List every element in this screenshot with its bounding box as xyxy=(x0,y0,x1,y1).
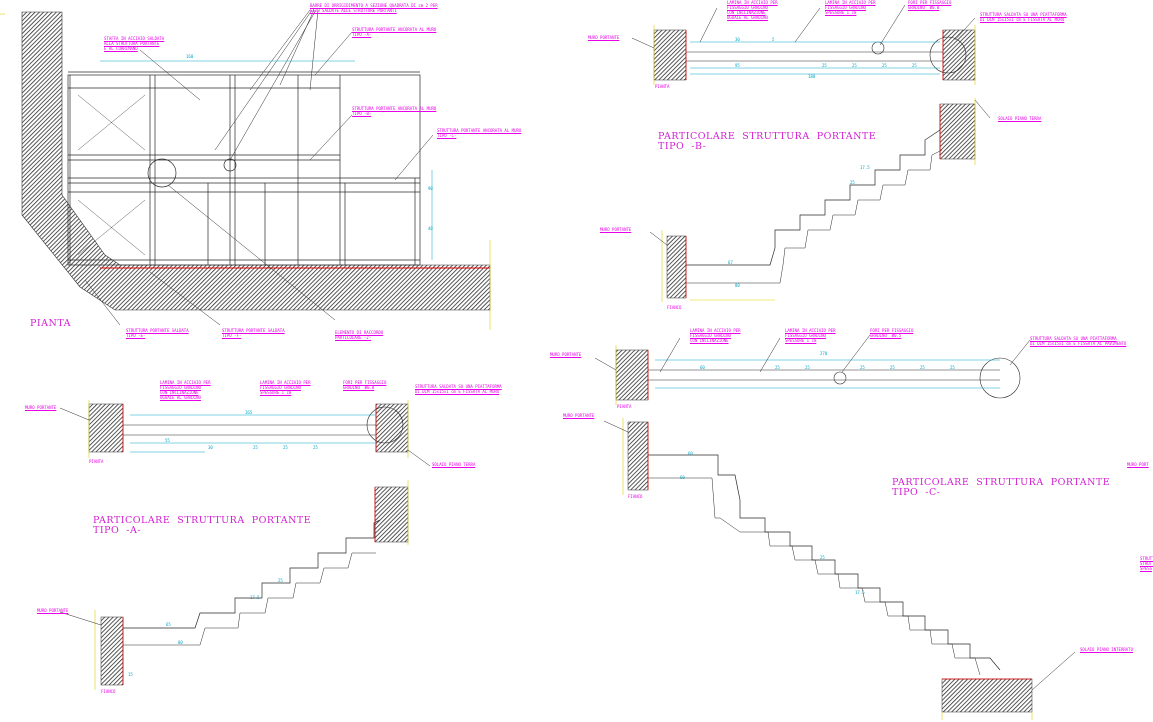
wall-a-solaio xyxy=(374,486,409,543)
wall-c-fianco xyxy=(627,421,649,491)
note-fianco-a: FIANCO xyxy=(101,689,116,694)
note-sp-a: STRUTTURA PORTANTE ANCORATA AL MURO TIPO… xyxy=(352,27,437,37)
wall-b-left xyxy=(653,29,687,81)
note-staffa: STAFFA IN ACCIAIO SALDATA ALLA STRUTTURA… xyxy=(104,36,165,51)
dim-step-tread-a: 25 xyxy=(278,578,283,583)
wall-a-left xyxy=(88,403,124,453)
stair-a-profile xyxy=(123,519,381,629)
dim-a-sub-3: 25 xyxy=(253,445,258,450)
note-lamina-b2: LAMINA IN ACCIAIO PER FISSAGGIO GRADINO … xyxy=(825,0,876,15)
note-sp-b: STRUTTURA PORTANTE ANCORATA AL MURO TIPO… xyxy=(352,106,437,116)
wall-a-fianco xyxy=(100,616,124,686)
note-muro-c3: MURO PORT xyxy=(1127,462,1149,467)
note-fori-a: FORI PER FISSAGGIO GRADINO Ø0.8 xyxy=(343,380,387,390)
title-tipo-b: PARTICOLARE STRUTTURA PORTANTE TIPO -B- xyxy=(658,131,877,152)
note-lamina-c2: LAMINA IN ACCIAIO PER FISSAGGIO GRADINO … xyxy=(785,328,836,343)
note-pianta-b: PIANTA xyxy=(655,84,670,89)
dim-step-rise-b: 17.5 xyxy=(860,165,870,170)
note-fianco-c: FIANCO xyxy=(628,494,643,499)
wall-c-left xyxy=(615,349,649,401)
dim-b-total: 180 xyxy=(808,74,816,79)
note-muro-b1: MURO PORTANTE xyxy=(588,35,620,40)
note-solaio-a: SOLAIO PIANO TERRA xyxy=(432,462,476,467)
detail-tipo-a xyxy=(59,400,431,690)
wall-c-solaio xyxy=(941,678,1033,713)
dim-b-base-2: 80 xyxy=(735,283,740,288)
dim-a-base-2: 80 xyxy=(178,640,183,645)
note-sp-f: STRUTTURA PORTANTE SALDATA TIPO -F- xyxy=(222,328,285,338)
dim-a-base-1: 65 xyxy=(166,622,171,627)
dim-b-sub-7: 25 xyxy=(912,63,917,68)
dim-c-sub-4: 25 xyxy=(860,365,865,370)
dim-b-sub-2: 5 xyxy=(772,37,775,42)
note-fori-b: FORI PER FISSAGGIO GRADINO Ø0.8 xyxy=(908,0,952,10)
wall-b-solaio xyxy=(939,103,976,160)
note-saldata-b: STRUTTURA SALDATA SU UNA PIATTAFORMA DI … xyxy=(980,12,1067,22)
dim-c-sub-6: 25 xyxy=(920,365,925,370)
note-lamina-c1: LAMINA IN ACCIAIO PER FISSAGGIO GRADINO … xyxy=(690,328,741,343)
note-sp-c: STRUTTURA PORTANTE ANCORATA AL MURO TIPO… xyxy=(437,128,522,138)
dim-b-sub-6: 25 xyxy=(882,63,887,68)
dim-step-tread-b: 25 xyxy=(850,180,855,185)
stair-b-profile xyxy=(686,129,941,266)
title-pianta: PIANTA xyxy=(30,318,71,329)
dim-c-sub-1: 60 xyxy=(700,365,705,370)
detail-tipo-b xyxy=(631,4,991,302)
dim-b-base-1: 67 xyxy=(728,260,733,265)
note-muro-a2: MURO PORTANTE xyxy=(37,608,69,613)
note-lamina-a1: LAMINA IN ACCIAIO PER FISSAGGIO GRADINO … xyxy=(160,380,211,400)
note-raccordo: ELEMENTO DI RACCORDO PARTICOLARE -2- xyxy=(335,330,384,340)
note-pianta-c: PIANTA xyxy=(617,404,632,409)
wall-b-right xyxy=(942,29,976,81)
dim-a-sub-1: 55 xyxy=(165,438,170,443)
plan-dim-160: 160 xyxy=(186,54,194,59)
note-barre: BARRE DI ORRIGIDIMENTO A SEZIONE QUADRAT… xyxy=(310,3,438,13)
dim-step-rise-a: 17.5 xyxy=(250,595,260,600)
note-solaio-b: SOLAIO PIANO TERRA xyxy=(998,116,1042,121)
note-saldata-c: STRUTTURA SALDATA SU UNA PIATTAFORMA DI … xyxy=(1030,336,1127,346)
note-sp-e: STRUTTURA PORTANTE SALDATA TIPO -E- xyxy=(126,328,189,338)
note-lamina-b1: LAMINA IN ACCIAIO PER FISSAGGIO GRADINO … xyxy=(727,0,778,20)
dim-c-base-2: 60 xyxy=(680,475,685,480)
dim-a-base-3: 15 xyxy=(128,672,133,677)
dim-c-sub-5: 25 xyxy=(890,365,895,370)
plan-view: 160 90 40 xyxy=(0,9,491,330)
dim-a-sub-4: 25 xyxy=(283,445,288,450)
dim-a-sub-2: 30 xyxy=(208,445,213,450)
note-muro-a1: MURO PORTANTE xyxy=(25,405,57,410)
dim-c-sub-7: 25 xyxy=(950,365,955,370)
note-fianco-b: FIANCO xyxy=(667,305,682,310)
detail-tipo-c xyxy=(594,334,1076,720)
dim-a-sub-5: 25 xyxy=(313,445,318,450)
plan-dim-90: 90 xyxy=(428,186,433,191)
note-muro-b2: MURO PORTANTE xyxy=(600,227,632,232)
dim-step-tread-c: 25 xyxy=(820,555,825,560)
note-solaio-c: SOLAIO PIANO INTERRATO xyxy=(1080,647,1133,652)
note-fori-c: FORI PER FISSAGGIO GRADINO Ø0.5 xyxy=(870,328,914,338)
dim-b-sub-5: 25 xyxy=(852,63,857,68)
wall-b-fianco xyxy=(666,235,687,299)
dim-a-total: 165 xyxy=(245,410,253,415)
dim-c-total: 270 xyxy=(820,351,828,356)
note-pianta-a: PIANTA xyxy=(89,459,104,464)
stair-c-profile xyxy=(648,454,1001,671)
dim-c-base-1: 60 xyxy=(688,451,693,456)
dim-step-rise-c: 17.5 xyxy=(855,590,865,595)
plan-dim-40: 40 xyxy=(428,226,433,231)
dim-b-sub-4: 25 xyxy=(822,63,827,68)
note-muro-c2: MURO PORTANTE xyxy=(563,413,595,418)
note-cut-c: STRUTT STRUTT SPESS xyxy=(1140,556,1153,571)
dim-b-sub-3: 95 xyxy=(735,63,740,68)
wall-a-right xyxy=(375,403,409,453)
note-saldata-a: STRUTTURA SALDATA SU UNA PIATTAFORMA DI … xyxy=(415,384,502,394)
title-tipo-c: PARTICOLARE STRUTTURA PORTANTE TIPO -C- xyxy=(892,477,1111,498)
dim-c-sub-3: 25 xyxy=(805,365,810,370)
title-tipo-a: PARTICOLARE STRUTTURA PORTANTE TIPO -A- xyxy=(93,515,312,536)
dim-c-sub-2: 25 xyxy=(775,365,780,370)
note-lamina-a2: LAMINA IN ACCIAIO PER FISSAGGIO GRADINO … xyxy=(260,380,311,395)
dim-b-sub-1: 30 xyxy=(735,37,740,42)
note-muro-c1: MURO PORTANTE xyxy=(550,352,582,357)
